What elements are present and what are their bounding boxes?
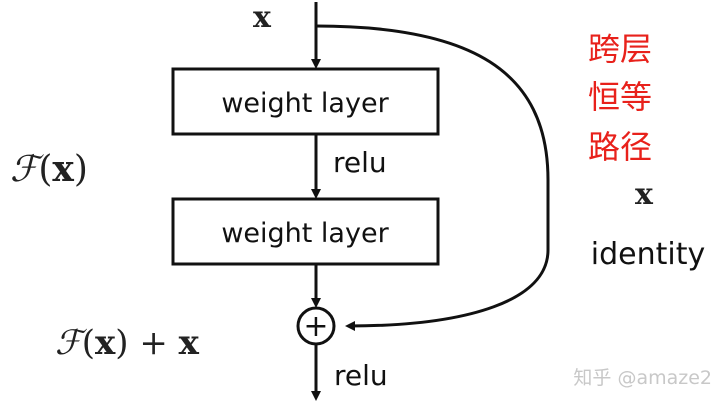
plus-symbol: + — [303, 309, 328, 344]
sum-output-label: ℱ(x) + x — [55, 323, 200, 363]
weight-layer-1-label: weight layer — [221, 88, 389, 119]
addition-node — [296, 306, 336, 346]
shortcut-x-label: x — [635, 177, 654, 212]
identity-label: identity — [591, 237, 705, 272]
relu-label-middle: relu — [333, 146, 387, 179]
watermark: 知乎 @amaze2 — [573, 367, 712, 389]
relu-label-output: relu — [334, 359, 388, 392]
identity-shortcut-arrow — [315, 24, 550, 331]
shortcut-cn-label-line2: 恒等 — [588, 78, 652, 116]
shortcut-cn-label-line1: 跨层 — [588, 30, 652, 68]
weight-layer-1-box — [171, 67, 440, 136]
input-x-label: x — [253, 0, 272, 35]
weight-layer-2-label: weight layer — [221, 218, 389, 249]
weight-layer-2-box — [171, 197, 440, 266]
shortcut-cn-label-line3: 路径 — [588, 128, 652, 166]
residual-function-label: ℱ(x) — [10, 148, 88, 190]
